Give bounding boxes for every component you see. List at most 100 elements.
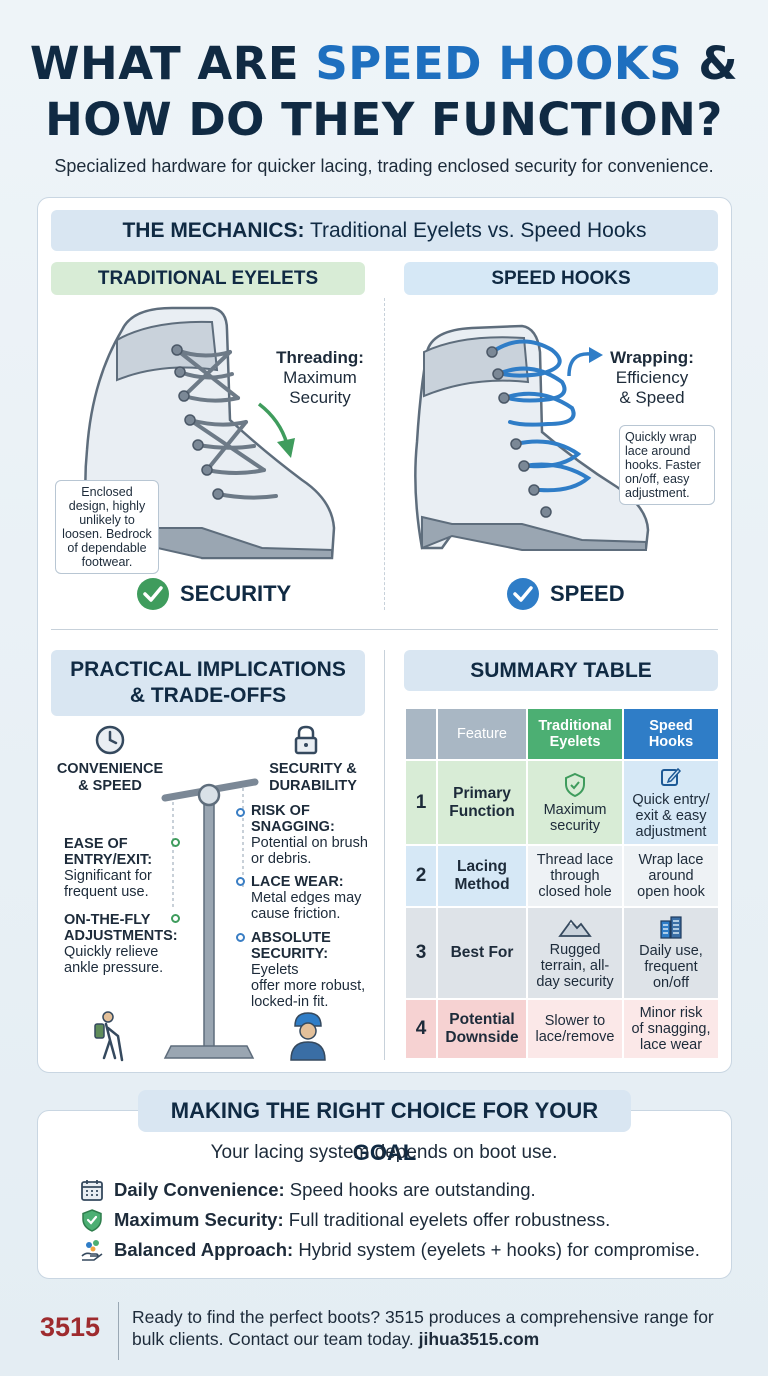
shield-check-icon — [82, 1209, 102, 1232]
curved-arrow-icon — [567, 347, 603, 377]
lace-wear-bold1: LACE WEAR: — [251, 874, 344, 890]
choice-item-security: Maximum Security: Full traditional eyele… — [114, 1209, 610, 1231]
speed-check-icon — [507, 578, 539, 610]
row2-trad-line1: Thread lace — [536, 852, 614, 868]
adjustments-bold1: ON-THE-FLY — [64, 912, 151, 928]
convenience-heading-line2: & SPEED — [78, 778, 142, 794]
row2-trad-line2: through — [550, 868, 600, 884]
adjustments-bold2: ADJUSTMENTS: — [64, 928, 178, 944]
row2-feature-line2: Method — [454, 876, 510, 893]
left-bullet-2 — [171, 914, 180, 923]
choice-balanced-bold: Balanced Approach: — [114, 1239, 294, 1260]
speed-hooks-callout: Quickly wrap lace around hooks. Faster o… — [619, 425, 715, 505]
absolute-security-bold1: ABSOLUTE — [251, 930, 331, 946]
row2-feature-line1: Lacing — [457, 858, 507, 875]
hiker-icon — [94, 1011, 124, 1062]
speed-hooks-header: SPEED HOOKS — [404, 262, 718, 295]
threading-label-line2: Maximum — [283, 368, 357, 387]
city-buildings-icon — [660, 916, 682, 939]
security-heading-line1: SECURITY & — [269, 761, 357, 777]
hand-balance-icon — [81, 1240, 103, 1261]
eyelets-callout: Enclosed design, highly unlikely to loos… — [55, 480, 159, 574]
col-trad-line1: Traditional — [538, 718, 612, 734]
lace-wear-text2: cause friction. — [251, 906, 341, 922]
section-divider — [51, 629, 718, 630]
wrapping-label-line2: Efficiency — [615, 368, 689, 387]
subtitle: Specialized hardware for quicker lacing,… — [54, 156, 714, 176]
choice-security-bold: Maximum Security: — [114, 1209, 284, 1230]
summary-col-num — [406, 709, 436, 759]
ease-of-entry-bold1: EASE OF — [64, 836, 128, 852]
absolute-security-bold2: SECURITY: — [251, 946, 329, 962]
adjustments-text1: Quickly relieve — [64, 944, 159, 960]
row1-speed-line1: Quick entry/ — [632, 791, 710, 808]
row3-trad-line1: Rugged — [549, 942, 601, 958]
title-accent: SPEED HOOKS — [315, 37, 683, 90]
row1-feature-line1: Primary — [453, 784, 511, 802]
traditional-eyelets-header: TRADITIONAL EYELETS — [51, 262, 365, 295]
choice-header: MAKING THE RIGHT CHOICE FOR YOUR GOAL — [138, 1090, 631, 1165]
row1-speed-line3: adjustment — [635, 823, 707, 840]
row1-speed-line2: exit & easy — [635, 807, 707, 824]
security-badge: SECURITY — [180, 581, 292, 606]
right-bullet-3 — [236, 933, 245, 942]
ease-of-entry-text1: Significant for — [64, 868, 152, 884]
down-arrow-icon — [257, 402, 295, 458]
ease-of-entry-item: EASE OF ENTRY/EXIT: Significant for freq… — [64, 836, 174, 900]
mechanics-header-bold: THE MECHANICS: — [122, 219, 305, 242]
row3-speed-line2: frequent — [644, 959, 698, 975]
row4-trad-line2: lace/remove — [535, 1029, 615, 1045]
row3-speed-line3: on/off — [652, 975, 690, 991]
footer-text: Ready to find the perfect boots? 3515 pr… — [132, 1306, 742, 1350]
row3-speed-line1: Daily use, — [639, 943, 703, 959]
brand-logo: 3515 — [40, 1312, 101, 1342]
row4-feature-line1: Potential — [449, 1011, 515, 1028]
row2-speed-line1: Wrap lace — [638, 852, 704, 868]
ease-of-entry-bold2: ENTRY/EXIT: — [64, 852, 153, 868]
mountain-icon — [558, 919, 592, 937]
padlock-icon — [294, 725, 318, 755]
implications-header-line2: & TRADE-OFFS — [129, 684, 287, 707]
balance-scale-illustration — [161, 778, 259, 1059]
title-line1-post: & — [682, 37, 739, 90]
col-speed-line2: Hooks — [648, 734, 694, 750]
row3-trad-line2: terrain, all- — [540, 958, 610, 974]
snagging-text2: or debris. — [251, 851, 312, 867]
implications-header-line1: PRACTICAL IMPLICATIONS — [70, 658, 346, 681]
absolute-security-item: ABSOLUTE SECURITY: Eyelets offer more ro… — [251, 930, 375, 1010]
col-speed-line1: Speed — [649, 718, 693, 734]
snagging-item: RISK OF SNAGGING: Potential on brush or … — [251, 803, 375, 867]
wrapping-label: Wrapping: Efficiency & Speed — [604, 348, 700, 408]
row-number: 4 — [406, 1000, 436, 1058]
absolute-security-text3: locked-in fit. — [251, 994, 329, 1010]
snagging-bold2: SNAGGING: — [251, 819, 335, 835]
threading-label-bold: Threading: — [276, 348, 364, 367]
mechanics-header-rest: Traditional Eyelets vs. Speed Hooks — [304, 219, 647, 242]
absolute-security-text1: Eyelets — [251, 962, 299, 978]
mechanics-header: THE MECHANICS: Traditional Eyelets vs. S… — [51, 210, 718, 251]
footer-website-link[interactable]: jihua3515.com — [418, 1329, 540, 1349]
footer-text-line2: bulk clients. Contact our team today. — [132, 1329, 419, 1349]
footer-separator — [118, 1302, 119, 1360]
row2-speed-line3: open hook — [637, 884, 705, 900]
row1-feature-line2: Function — [449, 802, 515, 820]
row2-trad-line3: closed hole — [538, 884, 612, 900]
row4-feature-line2: Downside — [445, 1029, 519, 1046]
threading-label-line3: Security — [289, 388, 351, 407]
